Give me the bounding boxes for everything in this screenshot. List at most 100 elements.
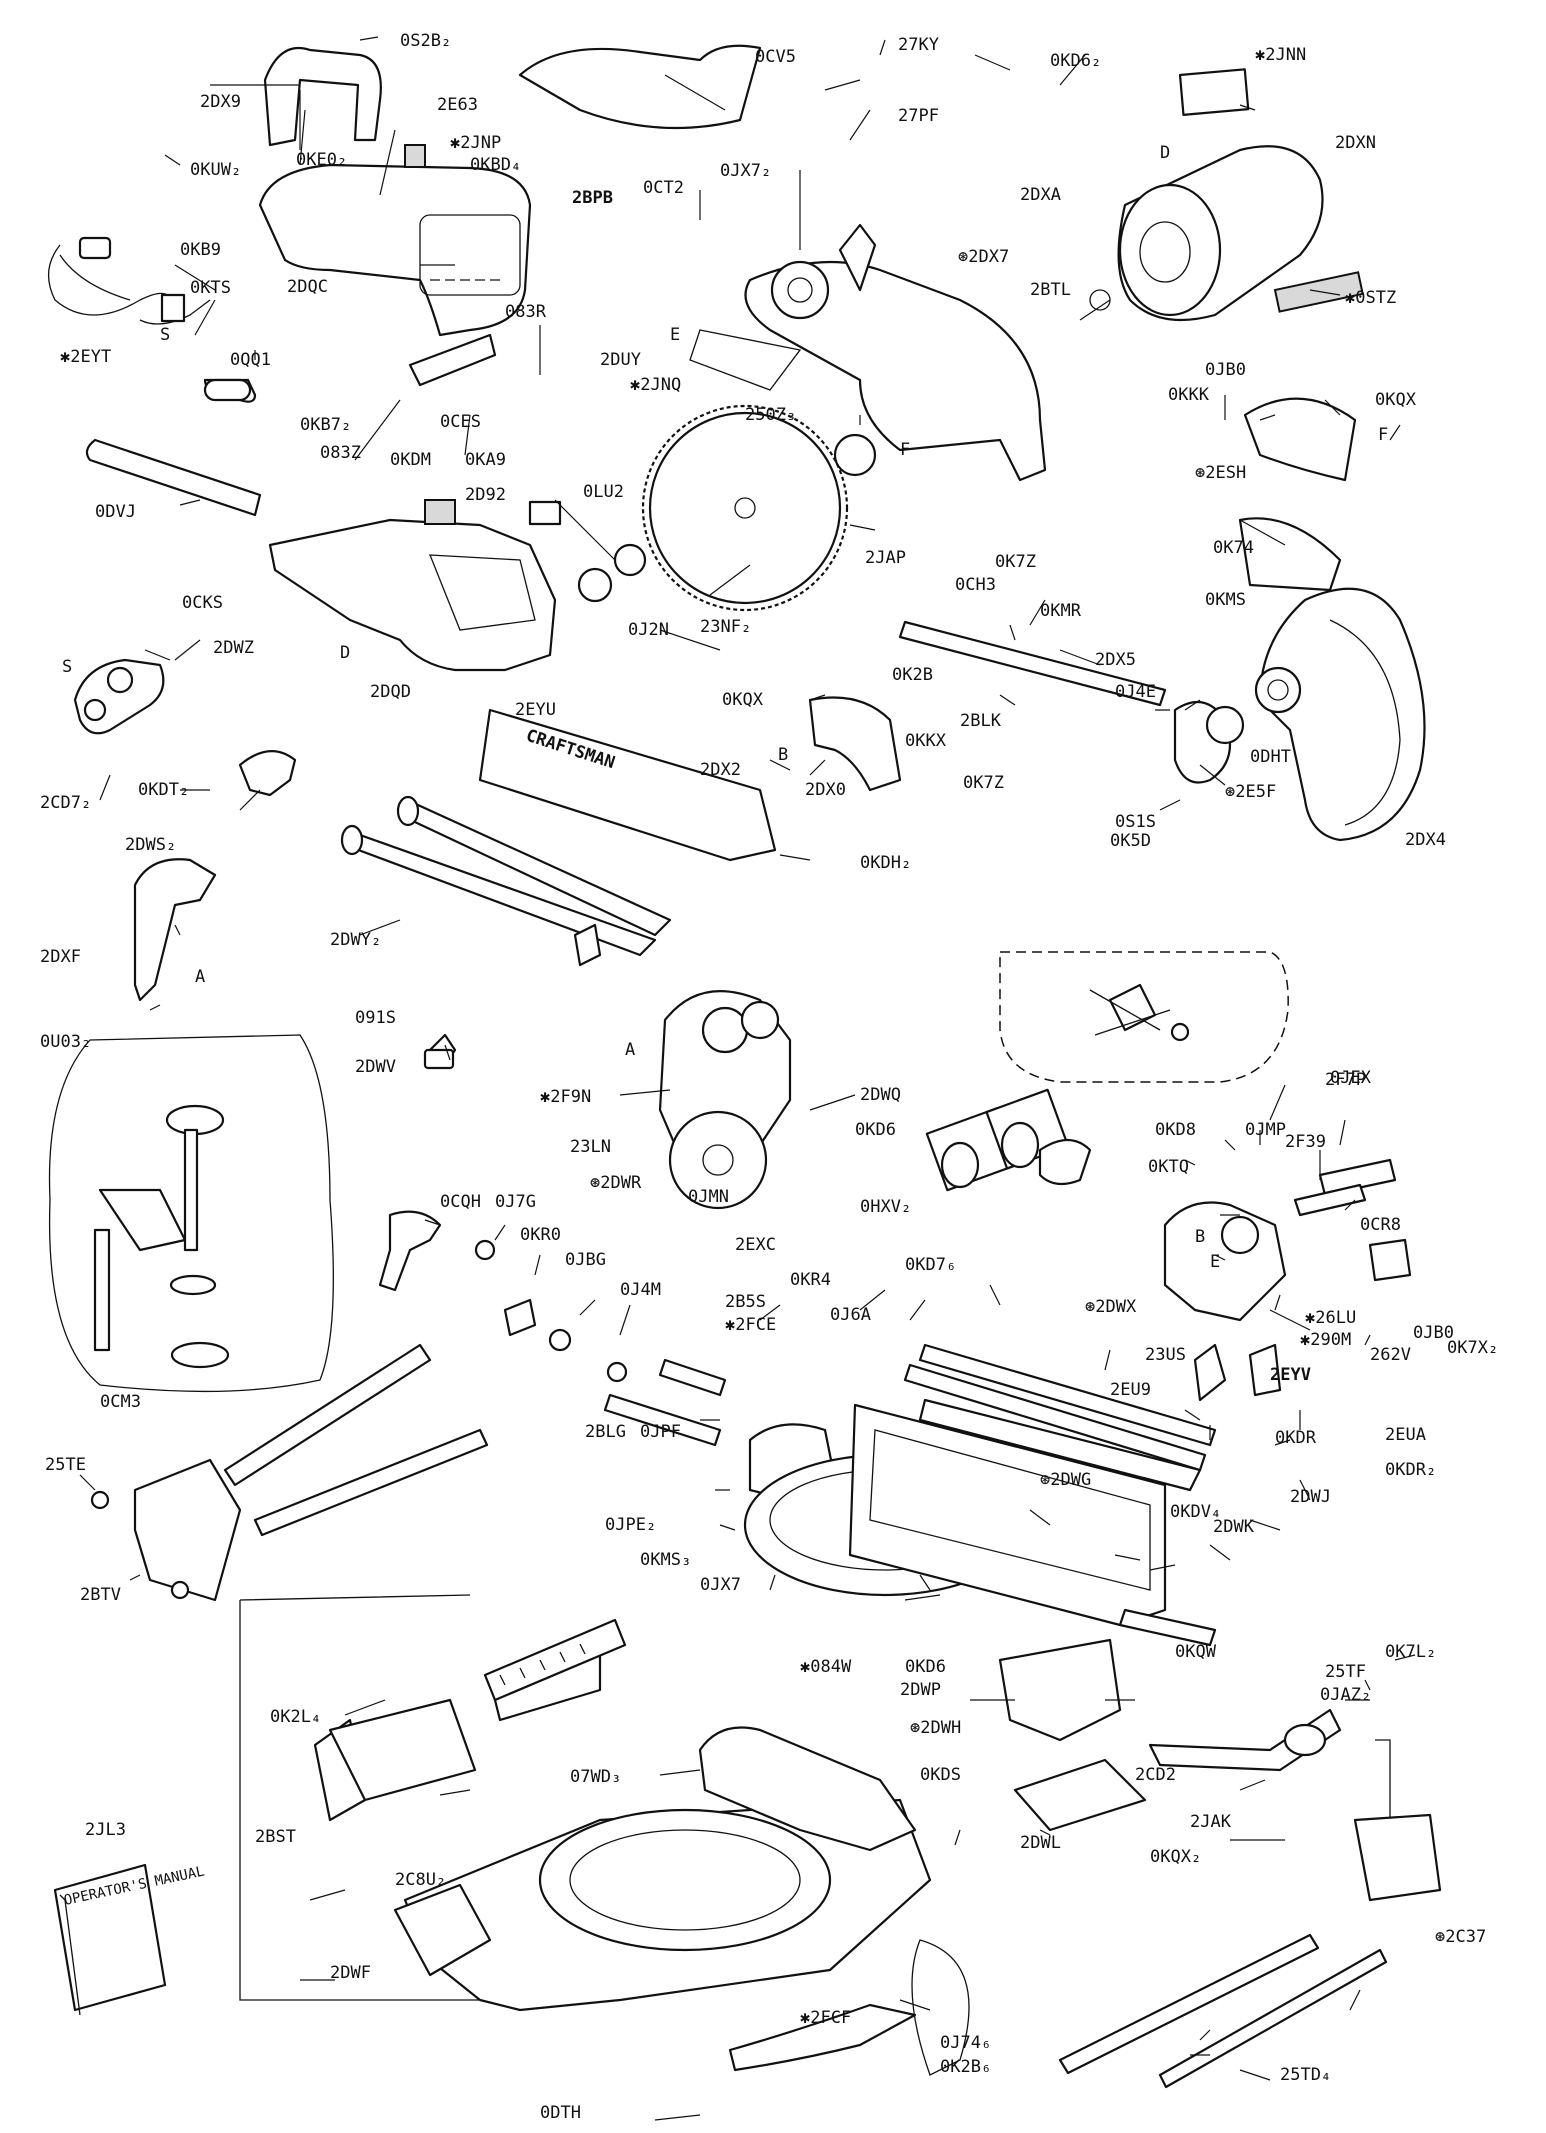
label-2DWL: 2DWL xyxy=(1020,1833,1061,1853)
bevel-lock-assembly xyxy=(1163,1158,1412,1402)
right-side-parts xyxy=(998,1608,1442,2089)
leader-lines xyxy=(79,36,1416,2121)
label-OKQX3: 0KQX₂ xyxy=(1150,1847,1201,1867)
label-2BTL: 2BTL xyxy=(1030,280,1071,300)
label-2BST: 2BST xyxy=(255,1827,296,1847)
label-OKR0: 0KR0 xyxy=(520,1225,561,1245)
label-OKD6: 0KD6₂ xyxy=(1050,51,1101,71)
label-25TE: 25TE xyxy=(45,1455,86,1475)
label-OJ7G: 0J7G xyxy=(495,1192,536,1212)
label-OCQH: 0CQH xyxy=(440,1192,481,1212)
label-A2: A xyxy=(625,1040,635,1060)
extension-left xyxy=(90,1343,489,1602)
inset-detail-part xyxy=(93,1104,230,1369)
label-DWH: ⊛2DWH xyxy=(910,1718,961,1738)
label-2EYU: 2EYU xyxy=(515,700,556,720)
label-OK74: 0K74 xyxy=(1213,538,1254,558)
label-2DX0: 2DX0 xyxy=(805,780,846,800)
label-OJMP: 0JMP xyxy=(1245,1120,1286,1140)
label-2JL3: 2JL3 xyxy=(85,1820,126,1840)
lock-handle xyxy=(378,1210,727,1447)
cord-switch xyxy=(48,236,211,325)
label-DX7: ⊛2DX7 xyxy=(958,247,1009,267)
label-OKUW: 0KUW₂ xyxy=(190,160,241,180)
label-OK2B: 0K2B xyxy=(892,665,933,685)
label-083R: 083R xyxy=(505,302,547,322)
label-2DWV: 2DWV xyxy=(355,1057,396,1077)
label-07WD: 07WD₃ xyxy=(570,1767,621,1787)
label-B1: B xyxy=(778,745,788,765)
label-2DWJ: 2DWJ xyxy=(1290,1487,1331,1507)
label-2DXN: 2DXN xyxy=(1335,133,1376,153)
label-OSTZ: ✱0STZ xyxy=(1345,288,1396,308)
label-OK5D: 0K5D xyxy=(1110,831,1151,851)
label-262V: 262V xyxy=(1370,1345,1411,1365)
label-26LU: ✱26LU xyxy=(1305,1308,1356,1328)
label-OKQX2: 0KQX xyxy=(722,690,764,710)
label-OJX7b: 0JX7 xyxy=(700,1575,741,1595)
label-2DWQ: 2DWQ xyxy=(860,1085,901,1105)
label-OKDR2: 0KDR₂ xyxy=(1385,1460,1436,1480)
label-OJ2N: 0J2N xyxy=(628,620,669,640)
label-F9N: ✱2F9N xyxy=(540,1087,591,1107)
label-OU03: 0U03₂ xyxy=(40,1032,91,1052)
label-23US: 23US xyxy=(1145,1345,1186,1365)
label-2D92: 2D92 xyxy=(465,485,506,505)
label-OKDH: 0KDH₂ xyxy=(860,853,911,873)
label-2DWP: 2DWP xyxy=(900,1680,941,1700)
label-OJPF: 0JPF xyxy=(640,1422,681,1442)
label-OQQ1: 0QQ1 xyxy=(230,350,271,370)
link-bar xyxy=(808,620,1167,792)
label-2DX2: 2DX2 xyxy=(700,760,741,780)
label-2DWF: 2DWF xyxy=(330,1963,371,1983)
label-25TF: 25TF xyxy=(1325,1662,1366,1682)
label-2BTV: 2BTV xyxy=(80,1585,121,1605)
label-OCR8: 0CR8 xyxy=(1360,1215,1401,1235)
label-25TD: 25TD₄ xyxy=(1280,2065,1331,2085)
label-OJB0: 0JB0 xyxy=(1205,360,1246,380)
label-091S: 091S xyxy=(355,1008,396,1028)
label-DUY: 2DUY xyxy=(600,350,641,370)
label-OJEX: 0JEX xyxy=(1330,1068,1372,1088)
label-OKDS: 0KDS xyxy=(920,1765,961,1785)
label-OKDT: 0KDT₂ xyxy=(138,780,189,800)
label-2EYV: 2EYV xyxy=(1270,1365,1311,1385)
label-D1: D xyxy=(340,643,350,663)
label-OJAZ: 0JAZ₂ xyxy=(1320,1685,1371,1705)
rail-bracket-left xyxy=(73,658,297,1002)
label-OKR4: 0KR4 xyxy=(790,1270,831,1290)
label-OHXV: 0HXV₂ xyxy=(860,1197,911,1217)
label-2DWZ: 2DWZ xyxy=(213,638,254,658)
label-2DQD: 2DQD xyxy=(370,682,411,702)
handle-assembly xyxy=(203,46,532,403)
label-DWR: ⊛2DWR xyxy=(590,1173,642,1193)
label-OKB7: 0KB7₂ xyxy=(300,415,351,435)
label-OKDM: 0KDM xyxy=(390,450,431,470)
label-OKD7: 0KD7₆ xyxy=(905,1255,956,1275)
label-OLU2: 0LU2 xyxy=(583,482,624,502)
label-083Z: 083Z xyxy=(320,443,361,463)
label-JNN: ✱2JNN xyxy=(1255,45,1306,65)
label-S1: S xyxy=(62,657,72,677)
label-OJ4E: 0J4E xyxy=(1115,682,1156,702)
label-DWX: ⊛2DWX xyxy=(1085,1297,1137,1317)
label-2DXA: 2DXA xyxy=(1020,185,1061,205)
label-F1: F xyxy=(900,440,910,460)
label-2CD7: 2CD7₂ xyxy=(40,793,91,813)
assembly-outlines xyxy=(48,951,1391,2001)
label-OK2B6: 0K2B₆ xyxy=(940,2057,991,2077)
label-JNQ: ✱2JNQ xyxy=(630,375,681,395)
label-2DWY: 2DWY₂ xyxy=(330,930,381,950)
label-E5F: ⊛2E5F xyxy=(1225,782,1276,802)
fence-rails xyxy=(903,1343,1217,1472)
label-2E63: 2E63 xyxy=(437,95,478,115)
miter-scale xyxy=(483,1618,627,1702)
operators-manual: OPERATOR'S MANUAL xyxy=(53,1863,206,2016)
label-A1: A xyxy=(195,967,205,987)
label-OKKK: 0KKK xyxy=(1168,385,1210,405)
label-OCH3: 0CH3 xyxy=(955,575,996,595)
label-2DX9: 2DX9 xyxy=(200,92,241,112)
label-ESH: ⊛2ESH xyxy=(1195,463,1246,483)
label-27PF: 27PF xyxy=(898,106,939,126)
